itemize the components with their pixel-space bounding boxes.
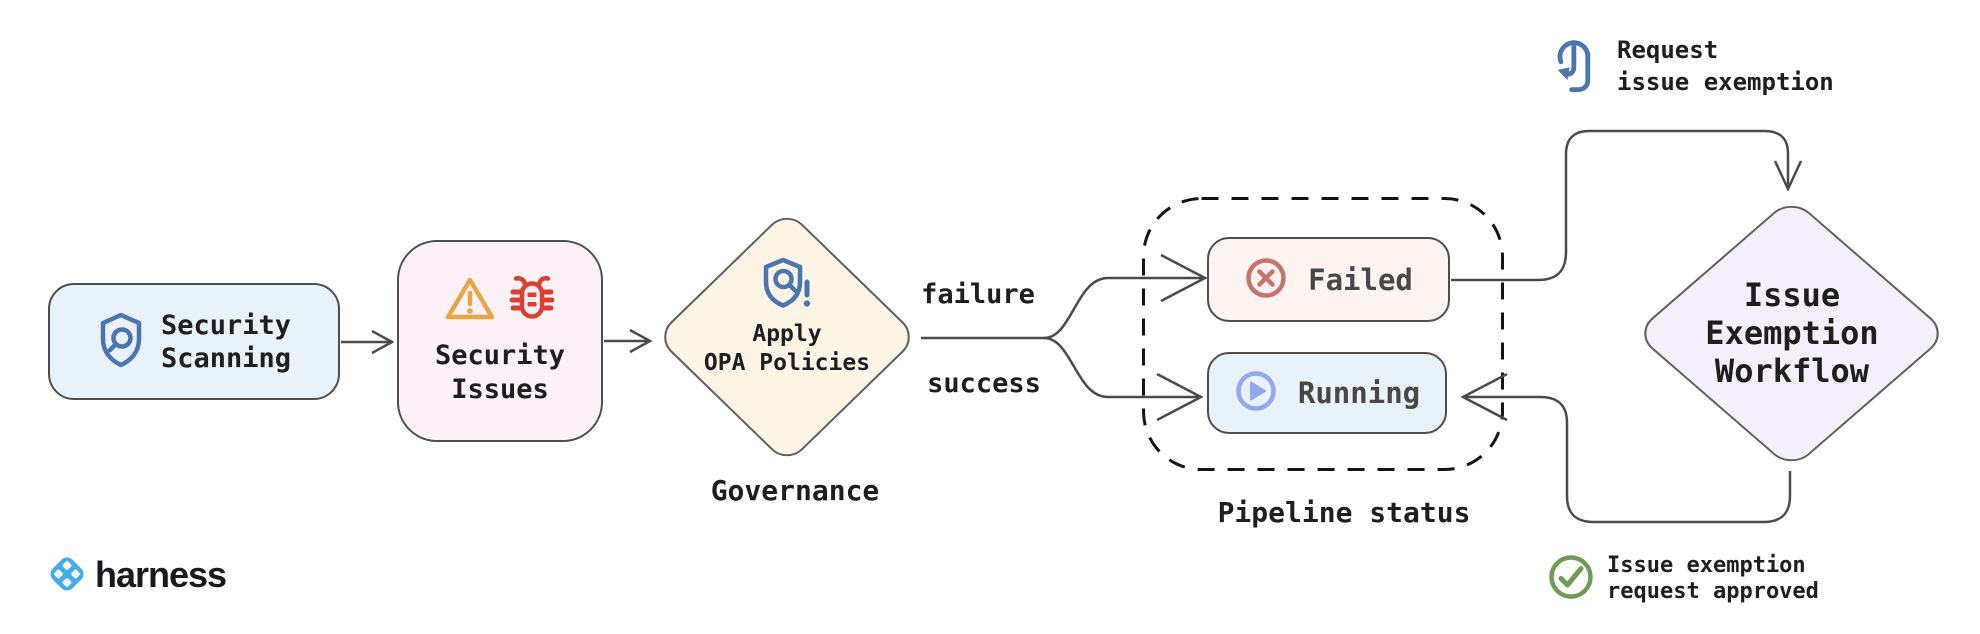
pipeline-status-container-border xyxy=(1142,197,1504,471)
node-label: Running xyxy=(1297,376,1421,410)
edge-failed-to-exemption xyxy=(1451,129,1788,282)
annotation-line: Request xyxy=(1617,36,1719,64)
exemption-approved-annotation: Issue exemption request approved xyxy=(1547,553,1819,605)
node-label-line: OPA Policies xyxy=(703,349,871,376)
circle-play-icon xyxy=(1234,369,1278,417)
annotation-line: Issue exemption xyxy=(1607,553,1806,578)
edge-exemption-to-running xyxy=(1463,397,1792,524)
edge-success-branch xyxy=(1043,336,1201,397)
warning-triangle-icon xyxy=(444,275,496,327)
node-label-line: Security xyxy=(160,309,292,341)
governance-caption: Governance xyxy=(710,474,880,507)
annotation-line: request approved xyxy=(1607,579,1819,604)
tap-gesture-icon xyxy=(1551,34,1601,98)
node-issue-exemption-workflow: Issue Exemption Workflow xyxy=(1662,274,1922,392)
node-label-line: Workflow xyxy=(1714,352,1870,390)
node-security-scanning: Security Scanning xyxy=(48,283,340,400)
node-security-issues: Security Issues xyxy=(397,240,603,442)
pipeline-status-caption: Pipeline status xyxy=(1217,496,1471,529)
circle-x-icon xyxy=(1244,256,1288,304)
node-label-line: Security xyxy=(434,340,566,371)
node-label-line: Scanning xyxy=(160,342,292,374)
bug-icon xyxy=(508,275,556,327)
node-failed: Failed xyxy=(1207,237,1450,322)
node-label: Failed xyxy=(1308,262,1413,297)
harness-wordmark: harness xyxy=(95,553,227,595)
issue-icons xyxy=(444,275,556,327)
shield-search-icon xyxy=(97,312,145,372)
node-apply-opa-policies: Apply OPA Policies xyxy=(687,246,887,388)
edge-label-success: success xyxy=(927,368,1041,399)
edge-label-failure: failure xyxy=(921,279,1035,310)
edge-failure-branch xyxy=(1043,278,1205,340)
harness-logo: harness xyxy=(44,551,227,601)
node-label-line: Issues xyxy=(451,374,549,405)
annotation-line: issue exemption xyxy=(1617,68,1834,96)
node-label-line: Exemption xyxy=(1705,314,1879,352)
node-label-line: Issue xyxy=(1743,276,1841,314)
request-exemption-annotation: Request issue exemption xyxy=(1551,34,1834,98)
check-circle-icon xyxy=(1547,553,1595,605)
node-label-line: Apply xyxy=(752,320,822,347)
harness-logo-icon xyxy=(44,551,90,601)
shield-scan-alert-icon xyxy=(762,257,812,313)
node-running: Running xyxy=(1207,352,1447,434)
